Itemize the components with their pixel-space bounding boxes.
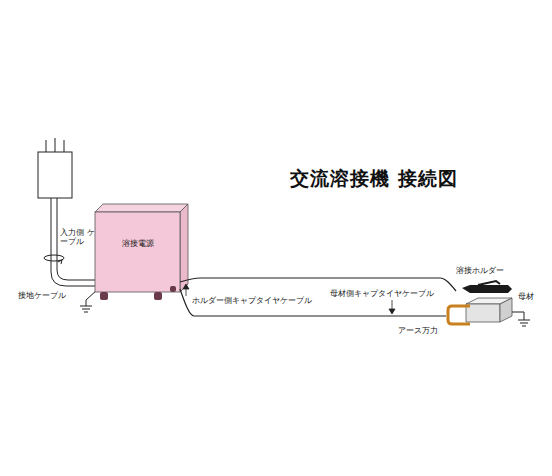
- welding-holder: [462, 281, 512, 293]
- label-pointer-arrows: [183, 284, 395, 314]
- welding-holder-node: 溶接ホルダー: [456, 266, 528, 296]
- base-cable-label: 母材側キャプタイヤケーブル: [330, 289, 434, 298]
- welding-machine-body: [95, 204, 188, 300]
- switch-box: [38, 138, 72, 198]
- ground-cable: [80, 290, 97, 312]
- input-cable-label: 入力側 ケーブル: [60, 228, 96, 246]
- input-cable: [44, 198, 95, 286]
- node-label: 溶接電源: [97, 239, 178, 248]
- base-metal-plate: [466, 298, 512, 322]
- node-label: 溶接ホルダー: [456, 266, 528, 275]
- earth-clamp-label: アース万力: [398, 326, 438, 335]
- node-label: 母材: [446, 292, 534, 301]
- ground-cable-label: 接地ケーブル: [18, 291, 66, 300]
- holder-cable-label: ホルダー側キャプタイヤケーブル: [192, 296, 312, 305]
- diagram-title: 交流溶接機 接続図: [290, 166, 458, 192]
- cable-connector: [180, 289, 446, 316]
- plate-ground: [512, 312, 530, 326]
- base-metal-node: 母材: [446, 290, 536, 326]
- power-source-box: 溶接電源: [95, 212, 180, 292]
- earth-clamp: [448, 306, 470, 324]
